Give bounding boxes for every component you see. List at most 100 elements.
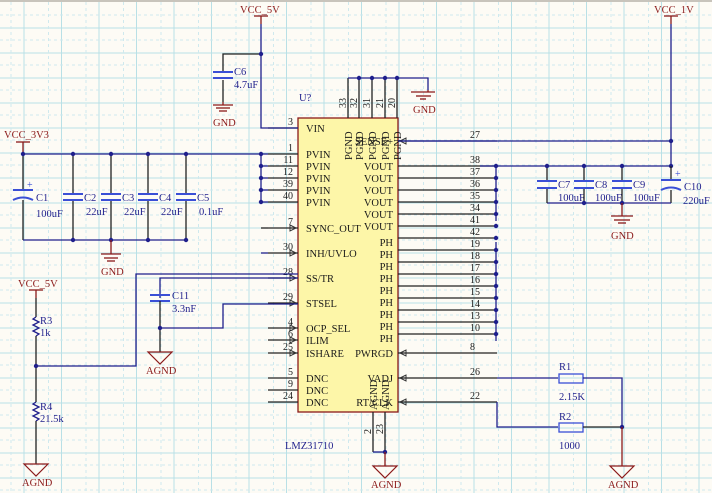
c10-value: 220uF [683, 196, 710, 207]
pin-direction-icon [398, 349, 407, 357]
pin-name: VIN [306, 124, 325, 135]
pin-number: 20 [387, 98, 398, 108]
c7-value: 100uF [558, 193, 585, 204]
pin-number: 41 [470, 215, 480, 226]
c11-value: 3.3nF [172, 304, 196, 315]
pin-name: PH [380, 250, 394, 261]
pin-number: 10 [470, 323, 480, 334]
pin-number: 36 [470, 179, 480, 190]
uvlo-divider[interactable] [22, 273, 298, 477]
vadj-rt-network[interactable] [496, 373, 636, 479]
pin-name: PVIN [306, 162, 331, 173]
r1-ref: R1 [559, 362, 571, 373]
c7-ref: C7 [558, 180, 570, 191]
pin-number: 7 [288, 217, 293, 228]
pin-name: VOUT [364, 186, 394, 197]
c8-ref: C8 [595, 180, 607, 191]
r3-value: 1k [40, 328, 51, 339]
capacitor-c9[interactable]: C9 100uF [612, 163, 660, 206]
pin-name: PWRGD [355, 349, 393, 360]
polarity-plus-icon: + [675, 169, 681, 180]
vcc-5v-top-net[interactable] [213, 15, 298, 129]
capacitor-c7[interactable]: C7 100uF [537, 163, 585, 204]
c2-value: 22uF [86, 207, 108, 218]
pin-number: 38 [470, 155, 480, 166]
agnd-ic-net[interactable] [371, 449, 399, 479]
vcc-3v3-net[interactable] [16, 141, 261, 241]
pin-number: 42 [470, 227, 480, 238]
pin-number: 28 [283, 267, 293, 278]
c11-ref: C11 [172, 291, 189, 302]
gnd-label-c6: GND [213, 118, 236, 129]
pin-direction-icon [289, 349, 298, 357]
pin-name: PVIN [306, 174, 331, 185]
pin-name: PH [380, 298, 394, 309]
softstart-net[interactable] [146, 277, 298, 365]
c3-value: 22uF [124, 207, 146, 218]
gnd-symbol-input [101, 240, 121, 262]
ic-body[interactable] [297, 117, 399, 413]
pin-direction-icon [289, 224, 298, 232]
gnd-label-pgnd: GND [413, 105, 436, 116]
vcc-1v-net[interactable] [398, 15, 678, 204]
pin-name: PH [380, 262, 394, 273]
pin-number: 24 [283, 391, 293, 402]
pin-number: 27 [470, 130, 480, 141]
pin-name: VOUT [364, 162, 394, 173]
capacitor-c5[interactable]: C50.1uF [176, 151, 223, 243]
pin-number: 11 [283, 155, 293, 166]
pin-name: VOUT [364, 222, 394, 233]
pin-name: VOUT [364, 174, 394, 185]
pin-number: 37 [470, 167, 480, 178]
ic-part-number: LMZ31710 [285, 441, 333, 452]
pin-name: ISHARE [306, 349, 344, 360]
c9-ref: C9 [633, 180, 645, 191]
vcc-5v-label-top: VCC_5V [240, 5, 280, 16]
pin-name: RT/CLK [356, 398, 393, 409]
pin-number: 4 [288, 317, 293, 328]
c9-value: 100uF [633, 193, 660, 204]
pin-name: PVIN [306, 198, 331, 209]
pin-name: PH [380, 238, 394, 249]
pin-number: 40 [283, 191, 293, 202]
pgnd-net[interactable] [348, 75, 435, 100]
pin-number: 26 [470, 367, 480, 378]
pin-name: PGND [355, 131, 366, 160]
pin-number: 5 [288, 367, 293, 378]
pin-direction-icon [398, 374, 407, 382]
